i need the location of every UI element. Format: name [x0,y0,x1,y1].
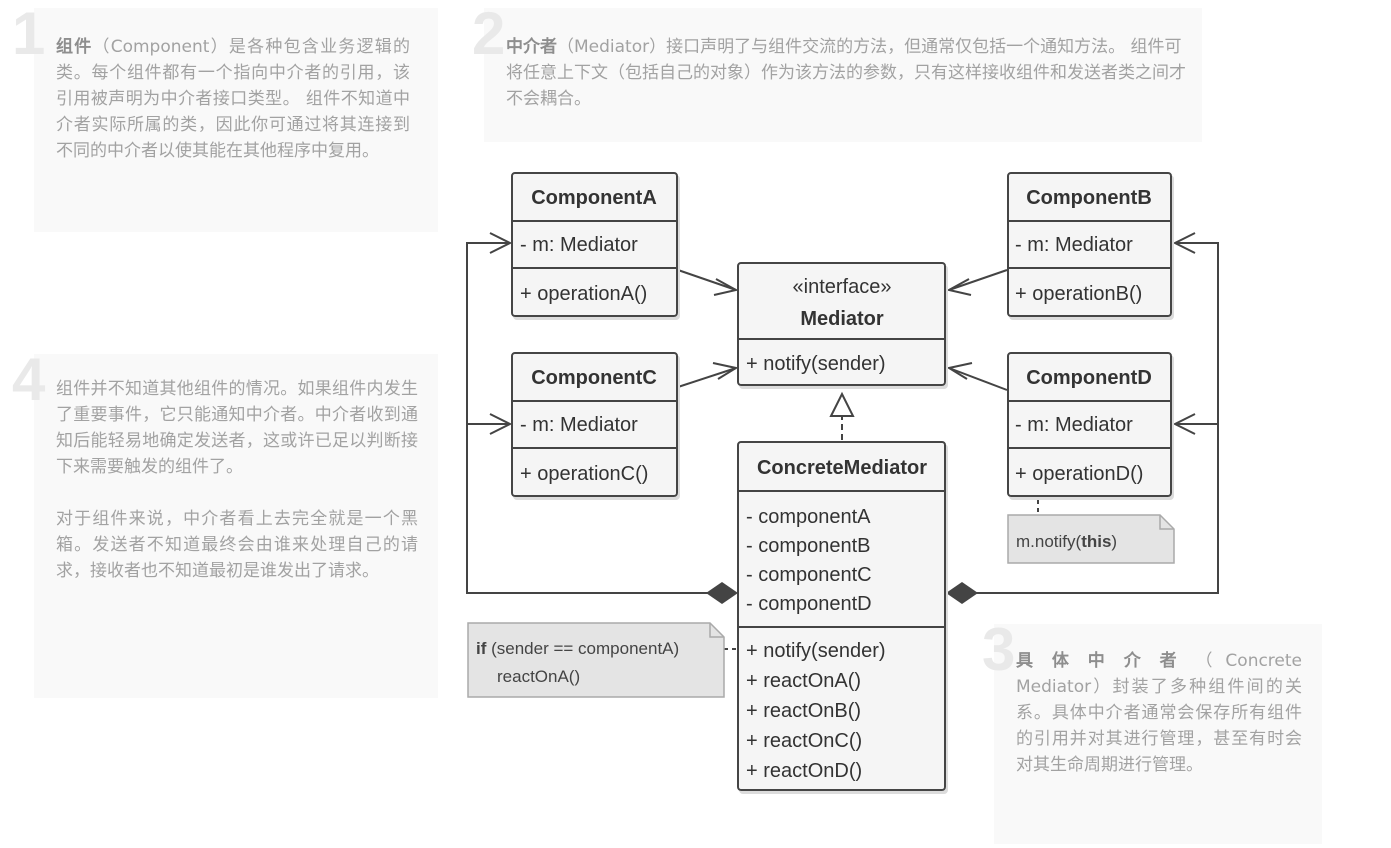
arrowhead-dep-a [713,278,739,296]
dependency-b [948,269,1008,291]
class-component-c: ComponentC - m: Mediator + operationC() [511,352,678,497]
class-field: - m: Mediator [520,414,638,436]
note-number: 3 [982,616,1016,683]
class-name: ComponentA [531,187,657,209]
stereotype: «interface» [793,276,892,298]
class-name: ConcreteMediator [757,457,927,479]
class-method: + reactOnC() [746,730,862,752]
note-paragraph-1: 组件并不知道其他组件的情况。如果组件内发生了重要事件，它只能通知中介者。中介者收… [56,379,418,477]
aggregation-line-right [962,242,1219,594]
class-name: ComponentC [531,367,657,389]
class-name: Mediator [800,308,884,330]
aggregation-diamond-left [706,582,738,604]
class-method: + reactOnB() [746,700,861,722]
class-field: - componentB [746,535,871,557]
arrowhead-dep-b [946,278,972,296]
aggregation-diamond-right [946,582,978,604]
class-method: + operationC() [520,463,648,485]
class-field: - m: Mediator [1015,414,1133,436]
class-component-b: ComponentB - m: Mediator + operationB() [1007,172,1172,317]
note-component: 1 组件（Component）是各种包含业务逻辑的类。每个组件都有一个指向中介者… [12,4,438,232]
note-text: 中介者（Mediator）接口声明了与组件交流的方法，但通常仅包括一个通知方法。… [506,34,1186,112]
class-name: ComponentB [1026,187,1152,209]
uml-note-notify-this: m.notify(this) [1007,514,1175,564]
class-method: + operationD() [1015,463,1143,485]
note-number: 1 [12,0,46,67]
class-method: + notify(sender) [746,353,886,375]
class-field: - componentD [746,593,872,615]
arrowhead-c [489,413,513,435]
arrowhead-dep-c [712,362,739,380]
note-text: 组件并不知道其他组件的情况。如果组件内发生了重要事件，它只能通知中介者。中介者收… [56,376,418,584]
note-body: （Mediator）接口声明了与组件交流的方法，但通常仅包括一个通知方法。 组件… [506,37,1186,109]
note-number: 4 [12,346,46,413]
interface-mediator: «interface» Mediator + notify(sender) [737,262,946,386]
class-field: - componentA [746,506,871,528]
dependency-d [948,367,1008,391]
class-method: + reactOnD() [746,760,862,782]
note-code-line-1: if (sender == componentA) [476,639,679,658]
class-method: + notify(sender) [746,640,886,662]
class-field: - m: Mediator [520,234,638,256]
note-text: 具体中介者（Concrete Mediator）封装了多种组件间的关系。具体中介… [1016,648,1302,778]
class-method: + operationB() [1015,283,1142,305]
note-body: （Concrete Mediator）封装了多种组件间的关系。具体中介者通常会保… [1016,651,1303,775]
class-method: + operationA() [520,283,647,305]
note-code-line-2: reactOnA() [497,667,580,686]
note-concrete-mediator: 3 具体中介者（Concrete Mediator）封装了多种组件间的关系。具体… [982,620,1322,844]
class-method: + reactOnA() [746,670,861,692]
arrowhead-d [1172,413,1196,435]
note-number: 2 [472,0,506,67]
note-term: 具体中介者 [1016,651,1196,671]
uml-note-react: if (sender == componentA) reactOnA() [467,622,725,698]
arrowhead-b [1172,232,1196,254]
note-mediator: 2 中介者（Mediator）接口声明了与组件交流的方法，但通常仅包括一个通知方… [472,4,1202,142]
realization-triangle [829,391,855,417]
class-field: - componentC [746,564,872,586]
aggregation-line-left [466,242,720,594]
class-component-a: ComponentA - m: Mediator + operationA() [511,172,678,317]
note-paragraph-2: 对于组件来说，中介者看上去完全就是一个黑箱。发送者不知道最终会由谁来处理自己的请… [56,509,418,581]
dependency-a [677,269,737,291]
note-text: 组件（Component）是各种包含业务逻辑的类。每个组件都有一个指向中介者的引… [56,34,410,164]
class-name: ComponentD [1026,367,1152,389]
class-concrete-mediator: ConcreteMediator - componentA - componen… [737,441,946,791]
class-field: - m: Mediator [1015,234,1133,256]
dependency-c [677,367,737,388]
note-term: 中介者 [506,37,557,57]
note-term: 组件 [56,37,93,57]
note-components-isolation: 4 组件并不知道其他组件的情况。如果组件内发生了重要事件，它只能通知中介者。中介… [12,350,438,698]
note-body: （Component）是各种包含业务逻辑的类。每个组件都有一个指向中介者的引用，… [56,37,411,161]
arrowhead-a [489,232,513,254]
note-code: m.notify(this) [1016,532,1117,551]
class-component-d: ComponentD - m: Mediator + operationD() [1007,352,1172,497]
connectors [466,232,1219,650]
arrowhead-dep-d [946,362,973,380]
